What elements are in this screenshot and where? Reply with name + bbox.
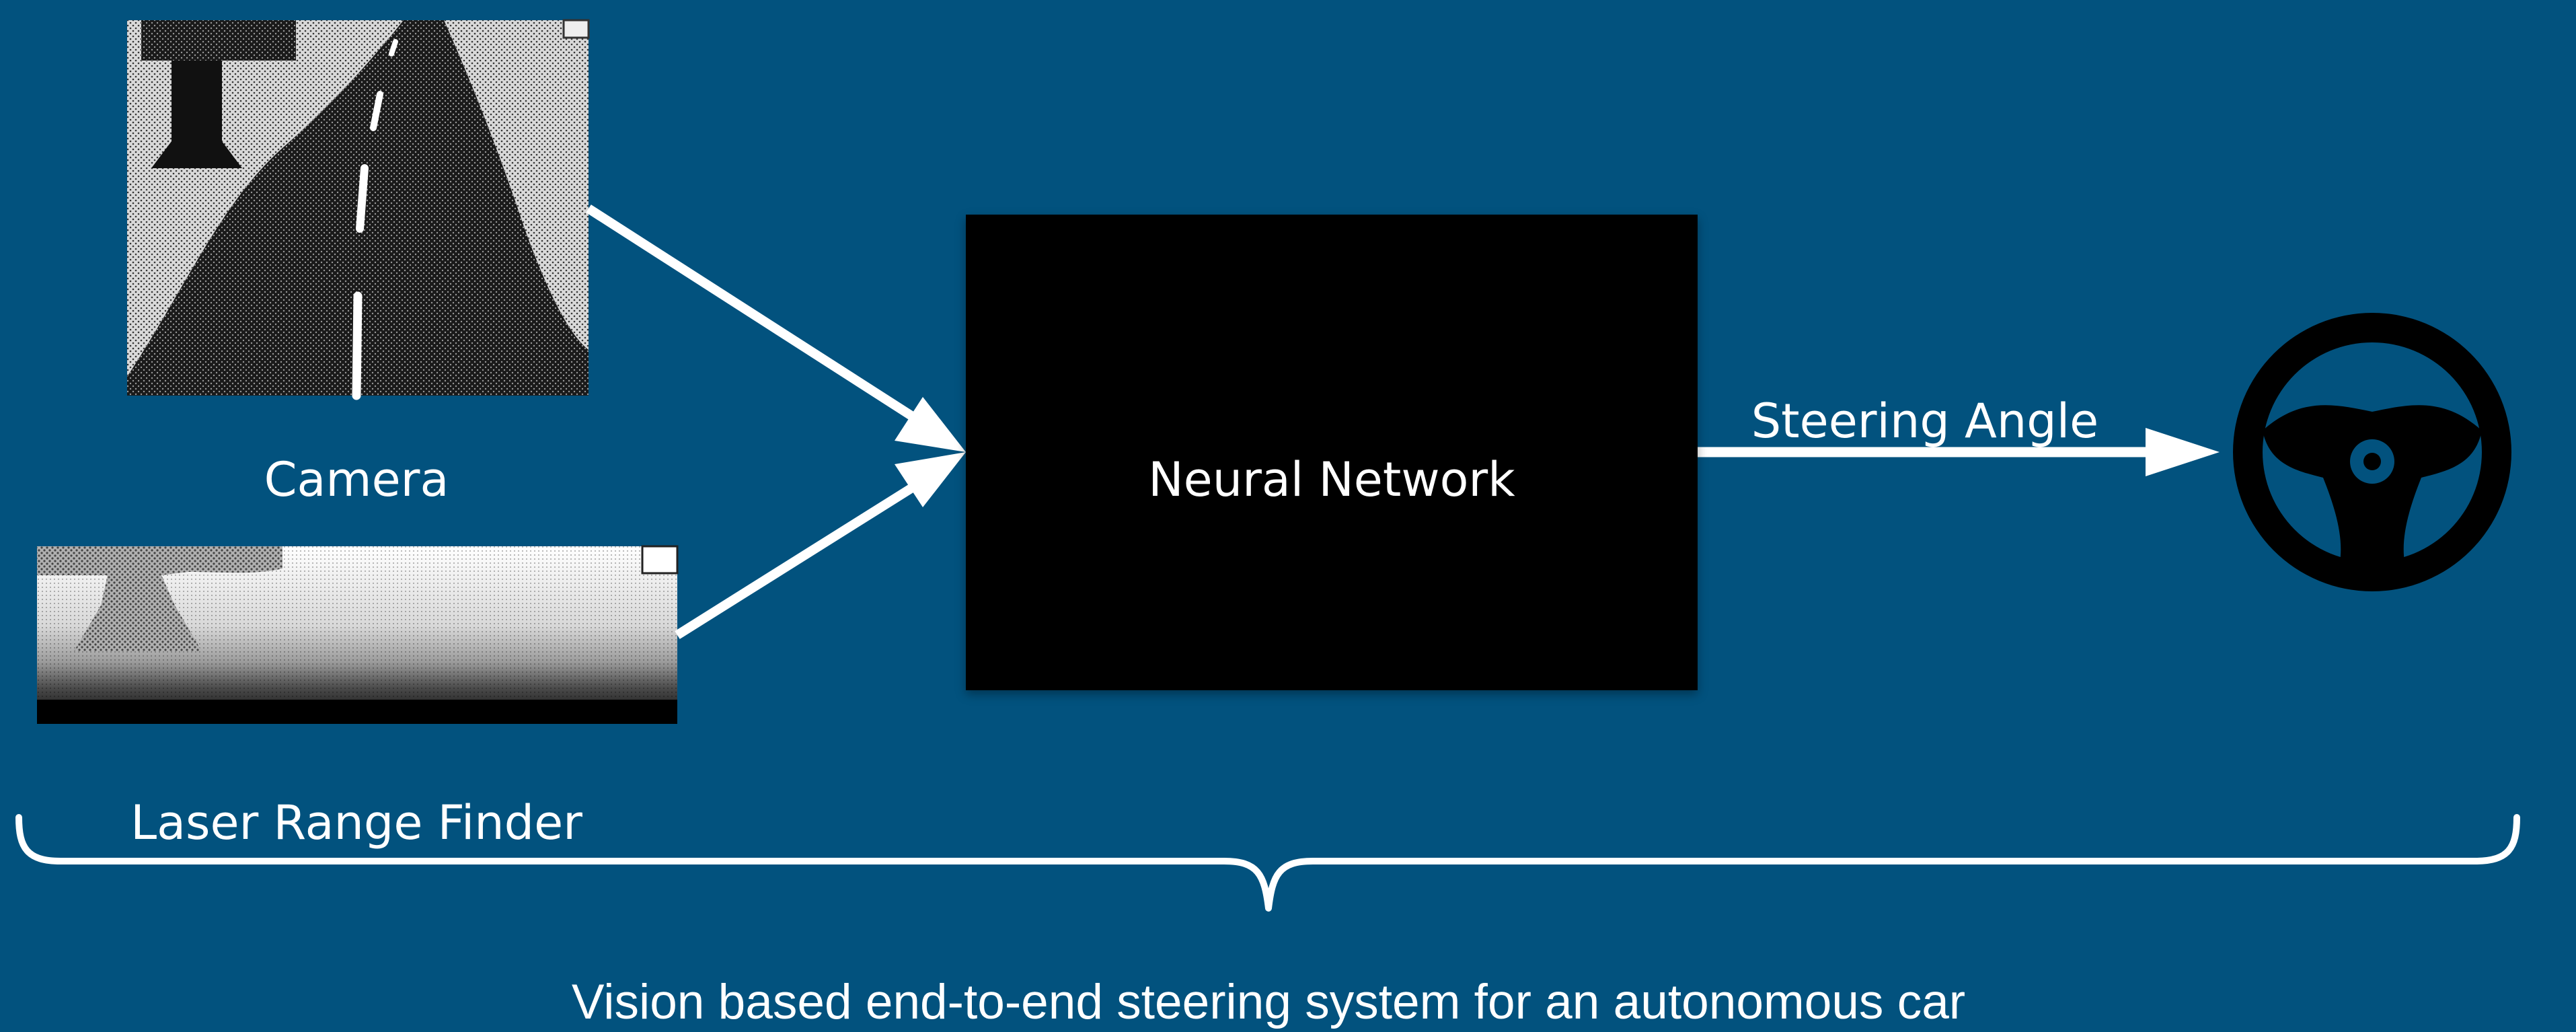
road-camera-image (127, 19, 590, 400)
laser-arrow (675, 452, 966, 639)
neural-network-box (966, 215, 1698, 690)
camera-arrow (586, 205, 966, 452)
system-brace (15, 814, 2520, 912)
steering-wheel-icon (2233, 313, 2511, 591)
neural-network-label: Neural Network (1148, 452, 1515, 507)
steering-arrow (1698, 428, 2220, 476)
diagram-caption: Vision based end-to-end steering system … (571, 975, 1966, 1029)
laser-range-finder-label: Laser Range Finder (130, 795, 582, 850)
laser-range-image (37, 545, 679, 724)
steering-angle-label: Steering Angle (1751, 394, 2099, 449)
camera-label: Camera (264, 452, 449, 507)
